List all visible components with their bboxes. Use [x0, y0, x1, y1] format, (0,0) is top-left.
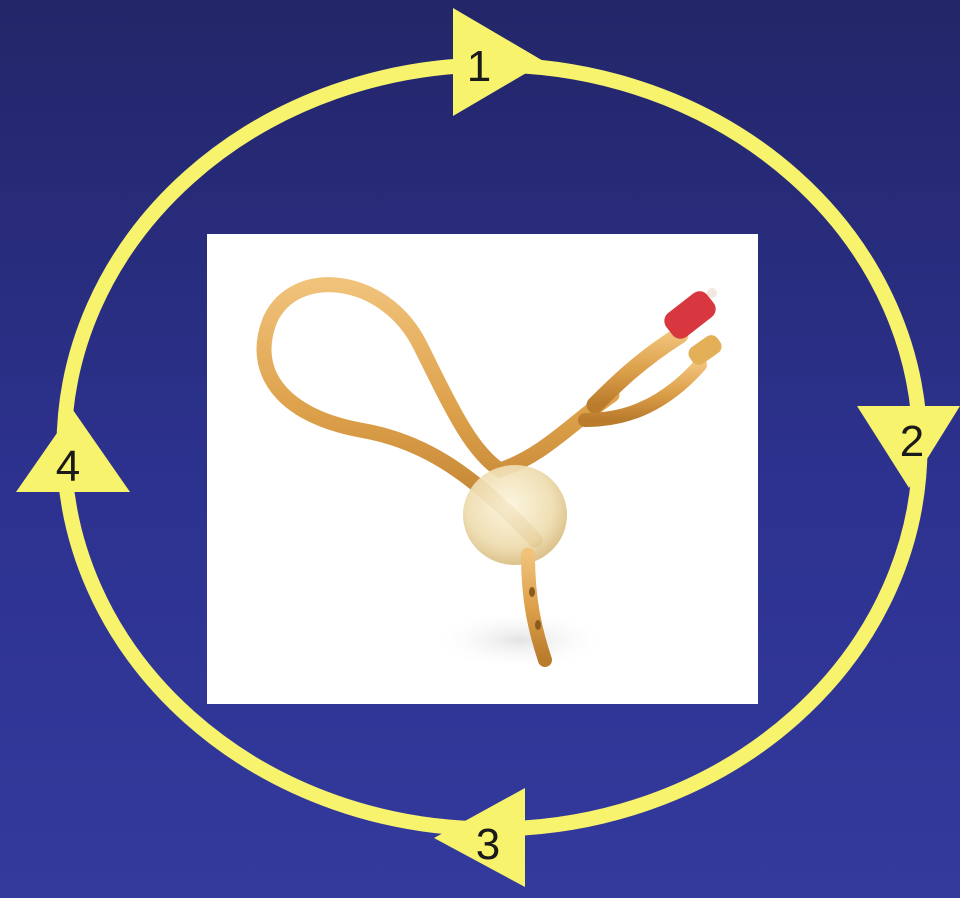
step-number-4: 4 — [56, 442, 80, 491]
catheter-balloon — [463, 465, 567, 565]
step-number-3: 3 — [476, 820, 500, 869]
step-number-1: 1 — [467, 42, 491, 91]
step-number-2: 2 — [900, 417, 924, 466]
catheter-photo — [207, 234, 758, 704]
